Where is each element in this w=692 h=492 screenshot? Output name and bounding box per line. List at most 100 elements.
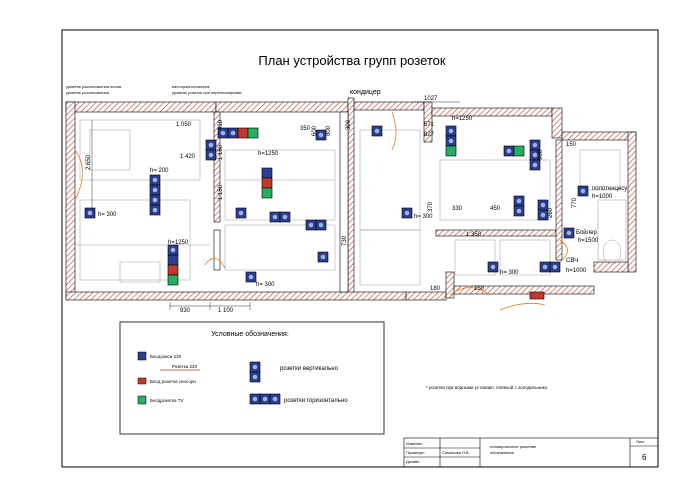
height-label: h= 300 — [500, 270, 519, 276]
legend-item: Бесдохиси 220 — [150, 354, 182, 359]
stamp-label: Изменил — [406, 441, 423, 446]
socket-icon — [577, 185, 589, 197]
socket-green-icon — [167, 274, 179, 286]
dimension-label: 450 — [490, 206, 501, 212]
legend-vertical-socket-icon — [249, 371, 261, 383]
socket-icon — [227, 127, 239, 139]
top-note: уровень розеток при перепланировке — [172, 90, 242, 95]
dimension-label: 410 — [218, 119, 224, 130]
microwave-label: СВЧ — [566, 258, 578, 264]
dimension-label: 1 100 — [218, 308, 234, 314]
socket-green-icon — [445, 145, 457, 157]
dimension-label: 150 — [566, 142, 577, 148]
socket-icon — [269, 211, 281, 223]
socket-icon — [513, 205, 525, 217]
dimension-label: 600 — [312, 125, 318, 136]
socket-red-icon — [529, 291, 545, 300]
height-label: h= 300 — [256, 282, 275, 288]
height-label: h=1000 — [592, 194, 613, 200]
dimension-label: 350 — [300, 126, 311, 132]
socket-icon — [529, 139, 541, 151]
legend-item: розетки горизонтально — [284, 398, 348, 404]
sockets — [84, 125, 589, 300]
socket-icon — [401, 207, 413, 219]
doors — [74, 111, 568, 311]
legend-horizontal-socket-icon — [249, 393, 261, 405]
socket-icon — [245, 271, 257, 283]
socket-icon — [539, 261, 551, 273]
socket-green-icon — [513, 145, 525, 157]
socket-icon — [149, 204, 161, 216]
stamp-name: Симонова Н.В. — [442, 450, 470, 455]
socket-icon — [235, 207, 247, 219]
dimension-label: 770 — [572, 197, 578, 208]
dimension-label: 180 — [430, 286, 441, 292]
stamp-project: планировочное решение — [490, 444, 537, 449]
socket-icon — [537, 209, 549, 221]
dimensions: 1 050 1 420 2 650 410 1 160 1 150 600 80… — [86, 96, 578, 314]
socket-icon — [315, 219, 327, 231]
dimension-label: 1 160 — [218, 144, 224, 160]
air-conditioner-label: кондицер — [350, 89, 381, 96]
footnote: * розетки при водными устанавл. плёнкой … — [426, 384, 548, 390]
height-label: h= 300 — [414, 214, 433, 220]
dimension-label: 1 050 — [176, 122, 192, 128]
legend-heading: Условные обозначения: — [211, 330, 289, 338]
socket-red-icon — [237, 127, 249, 139]
top-note: уровень расположения полов — [66, 84, 121, 89]
legend-socket-220-icon — [137, 351, 147, 361]
dimension-label: 330 — [452, 206, 463, 212]
height-label: h= 300 — [98, 212, 117, 218]
socket-icon — [549, 261, 561, 273]
dimension-label: 827 — [424, 132, 435, 138]
dimension-label: 1 350 — [466, 232, 482, 238]
height-label: h= 200 — [150, 168, 169, 174]
height-label: h=1000 — [566, 268, 587, 274]
socket-icon — [205, 139, 217, 151]
height-labels: h= 200 h= 300 h=1250 h=1250 h= 300 h= 30… — [98, 116, 613, 288]
stamp-label: Дизайн — [406, 459, 419, 464]
legend-item: Бесд розетка сенсорн — [150, 379, 196, 384]
socket-icon — [563, 227, 575, 239]
dimension-label: 1027 — [424, 96, 438, 102]
height-label: h=1250 — [452, 116, 473, 122]
socket-icon — [513, 195, 525, 207]
dimension-label: 1 150 — [218, 184, 224, 200]
socket-icon — [149, 184, 161, 196]
top-note: месторасположение — [172, 84, 211, 89]
legend-horizontal-socket-icon — [269, 393, 281, 405]
socket-icon — [487, 261, 499, 273]
dimension-label: 150 — [474, 286, 485, 292]
title-block — [403, 437, 659, 468]
socket-red-icon — [261, 177, 273, 189]
socket-icon — [537, 199, 549, 211]
socket-icon — [529, 159, 541, 171]
socket-icon — [371, 125, 383, 137]
walls — [65, 97, 637, 301]
socket-icon — [84, 207, 96, 219]
boiler-label: Бойлер — [576, 229, 597, 236]
legend-vertical-socket-icon — [249, 361, 261, 373]
socket-green-icon — [247, 127, 259, 139]
socket-icon — [445, 125, 457, 137]
dimension-lines — [91, 101, 460, 310]
height-label: h=1250 — [258, 151, 279, 157]
height-label: h=1500 — [578, 238, 599, 244]
legend-item: Бесдрохетка TV — [150, 398, 183, 403]
dimension-label: 571 — [424, 122, 435, 128]
height-label: h=1250 — [168, 240, 189, 246]
socket-tv-icon — [261, 167, 273, 179]
socket-red-icon — [167, 264, 179, 276]
socket-icon — [503, 145, 515, 157]
socket-icon — [279, 211, 291, 223]
legend-socket-tv-icon — [137, 395, 147, 405]
towel-dryer-label: полотенцесу — [592, 186, 627, 192]
legend-item: Розетка 220 — [172, 364, 198, 369]
plan-title: План устройства групп розеток — [258, 53, 446, 68]
dimension-label: 730 — [342, 235, 348, 246]
socket-icon — [149, 194, 161, 206]
dimension-label: 300 — [346, 119, 352, 130]
socket-icon — [205, 149, 217, 161]
socket-icon — [445, 135, 457, 147]
